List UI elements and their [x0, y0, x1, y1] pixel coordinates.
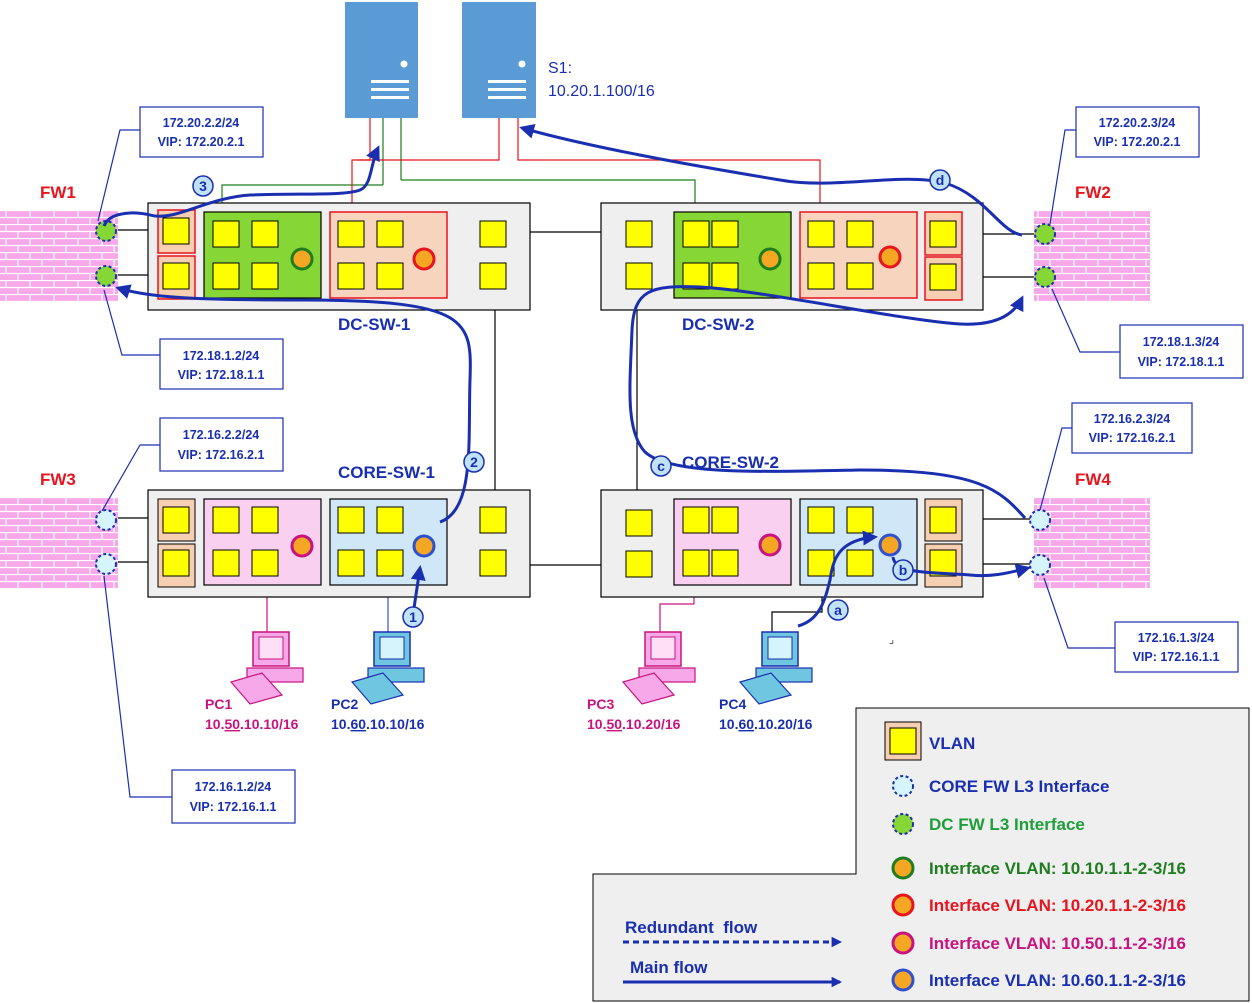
- fw2-bot-ip: 172.18.1.3/24: [1143, 335, 1220, 349]
- firewall-fw4: [1034, 497, 1150, 589]
- fw3-bot-ip: 172.16.1.2/24: [195, 780, 272, 794]
- vlan-ports: [162, 217, 957, 578]
- switch-core-sw-2: [600, 489, 984, 598]
- fw4-label: FW4: [1075, 470, 1111, 489]
- svi-vlan20-dc2: [878, 245, 902, 269]
- fw4-top-ip: 172.16.2.3/24: [1094, 412, 1171, 426]
- server-1: [345, 2, 418, 118]
- legend-vlan20: Interface VLAN: 10.20.1.1-2-3/16: [929, 896, 1186, 915]
- pc4-icon: [738, 631, 813, 705]
- fw1-top-vip: VIP: 172.20.2.1: [158, 135, 245, 149]
- fw1-label: FW1: [40, 183, 76, 202]
- fw4-bot-vip: VIP: 172.16.1.1: [1133, 650, 1220, 664]
- fw4-bot-ip: 172.16.1.3/24: [1138, 631, 1215, 645]
- flow-marker-b: b: [899, 562, 908, 578]
- fw3-label: FW3: [40, 470, 76, 489]
- core-sw-1-label: CORE-SW-1: [338, 463, 435, 482]
- svi-vlan10-dc2: [758, 247, 782, 271]
- pc3-name: PC3: [587, 696, 614, 712]
- legend-vlan60: Interface VLAN: 10.60.1.1-2-3/16: [929, 971, 1186, 990]
- flow-marker-a: a: [834, 602, 842, 618]
- flow-marker-3: 3: [199, 178, 207, 194]
- legend-vlan10: Interface VLAN: 10.10.1.1-2-3/16: [929, 859, 1186, 878]
- fw2-label: FW2: [1075, 183, 1111, 202]
- pc1-ip: 10.50.10.10/16: [205, 716, 299, 732]
- svi-vlan50-core1: [290, 534, 314, 558]
- pc3-ip: 10.50.10.20/16: [587, 716, 681, 732]
- legend-redundant-flow: Redundant flow: [625, 918, 758, 937]
- fw3-top-vip: VIP: 172.16.2.1: [178, 448, 265, 462]
- fw2-top-vip: VIP: 172.20.2.1: [1094, 135, 1181, 149]
- server-s1-label: S1:: [548, 60, 572, 77]
- legend-vlan: VLAN: [929, 734, 975, 753]
- firewall-fw2: [1034, 210, 1150, 302]
- server-s1-ip: 10.20.1.100/16: [548, 83, 655, 100]
- fw1-bot-ip: 172.18.1.2/24: [183, 349, 260, 363]
- switch-dc-sw-2: [600, 202, 984, 311]
- svi-vlan50-core2: [758, 533, 782, 557]
- legend-main-flow: Main flow: [630, 958, 708, 977]
- fw4-top-vip: VIP: 172.16.2.1: [1089, 431, 1176, 445]
- pc3-icon: [621, 631, 696, 705]
- flow-marker-2: 2: [470, 454, 478, 470]
- server-s1: [462, 2, 536, 118]
- pc4-name: PC4: [719, 696, 746, 712]
- pc2-icon: [350, 631, 425, 705]
- fw1-top-ip: 172.20.2.2/24: [163, 116, 240, 130]
- dc-sw-1-label: DC-SW-1: [338, 315, 410, 334]
- flow-marker-c: c: [657, 458, 665, 474]
- legend-dc-fw: DC FW L3 Interface: [929, 815, 1085, 834]
- svi-vlan20-dc1: [412, 247, 436, 271]
- svi-vlan10-dc1: [290, 247, 314, 271]
- svi-vlan60-core1: [412, 534, 436, 558]
- flow-marker-1: 1: [409, 609, 417, 625]
- core-sw-2-label: CORE-SW-2: [682, 453, 779, 472]
- pc2-ip: 10.60.10.10/16: [331, 716, 425, 732]
- legend: [592, 707, 1250, 1002]
- fw3-top-ip: 172.16.2.2/24: [183, 428, 260, 442]
- pc2-name: PC2: [331, 696, 358, 712]
- svg-text:⌟: ⌟: [889, 634, 894, 646]
- svi-vlan60-core2: [878, 533, 902, 557]
- fw-interfaces: [95, 220, 1056, 576]
- fw1-bot-vip: VIP: 172.18.1.1: [178, 368, 265, 382]
- callout-boxes: [139, 106, 1244, 824]
- callout-leaders: [97, 129, 1120, 798]
- pc1-name: PC1: [205, 696, 232, 712]
- dc-sw-2-label: DC-SW-2: [682, 315, 754, 334]
- fw3-bot-vip: VIP: 172.16.1.1: [190, 800, 277, 814]
- fw2-bot-vip: VIP: 172.18.1.1: [1138, 355, 1225, 369]
- fw2-top-ip: 172.20.2.3/24: [1099, 116, 1176, 130]
- pc4-ip: 10.60.10.20/16: [719, 716, 813, 732]
- legend-core-fw: CORE FW L3 Interface: [929, 777, 1109, 796]
- flow-marker-d: d: [936, 172, 945, 188]
- legend-vlan50: Interface VLAN: 10.50.1.1-2-3/16: [929, 934, 1186, 953]
- flow-markers: [192, 169, 951, 628]
- pc1-icon: [229, 631, 304, 705]
- flow-paths: [102, 124, 1031, 628]
